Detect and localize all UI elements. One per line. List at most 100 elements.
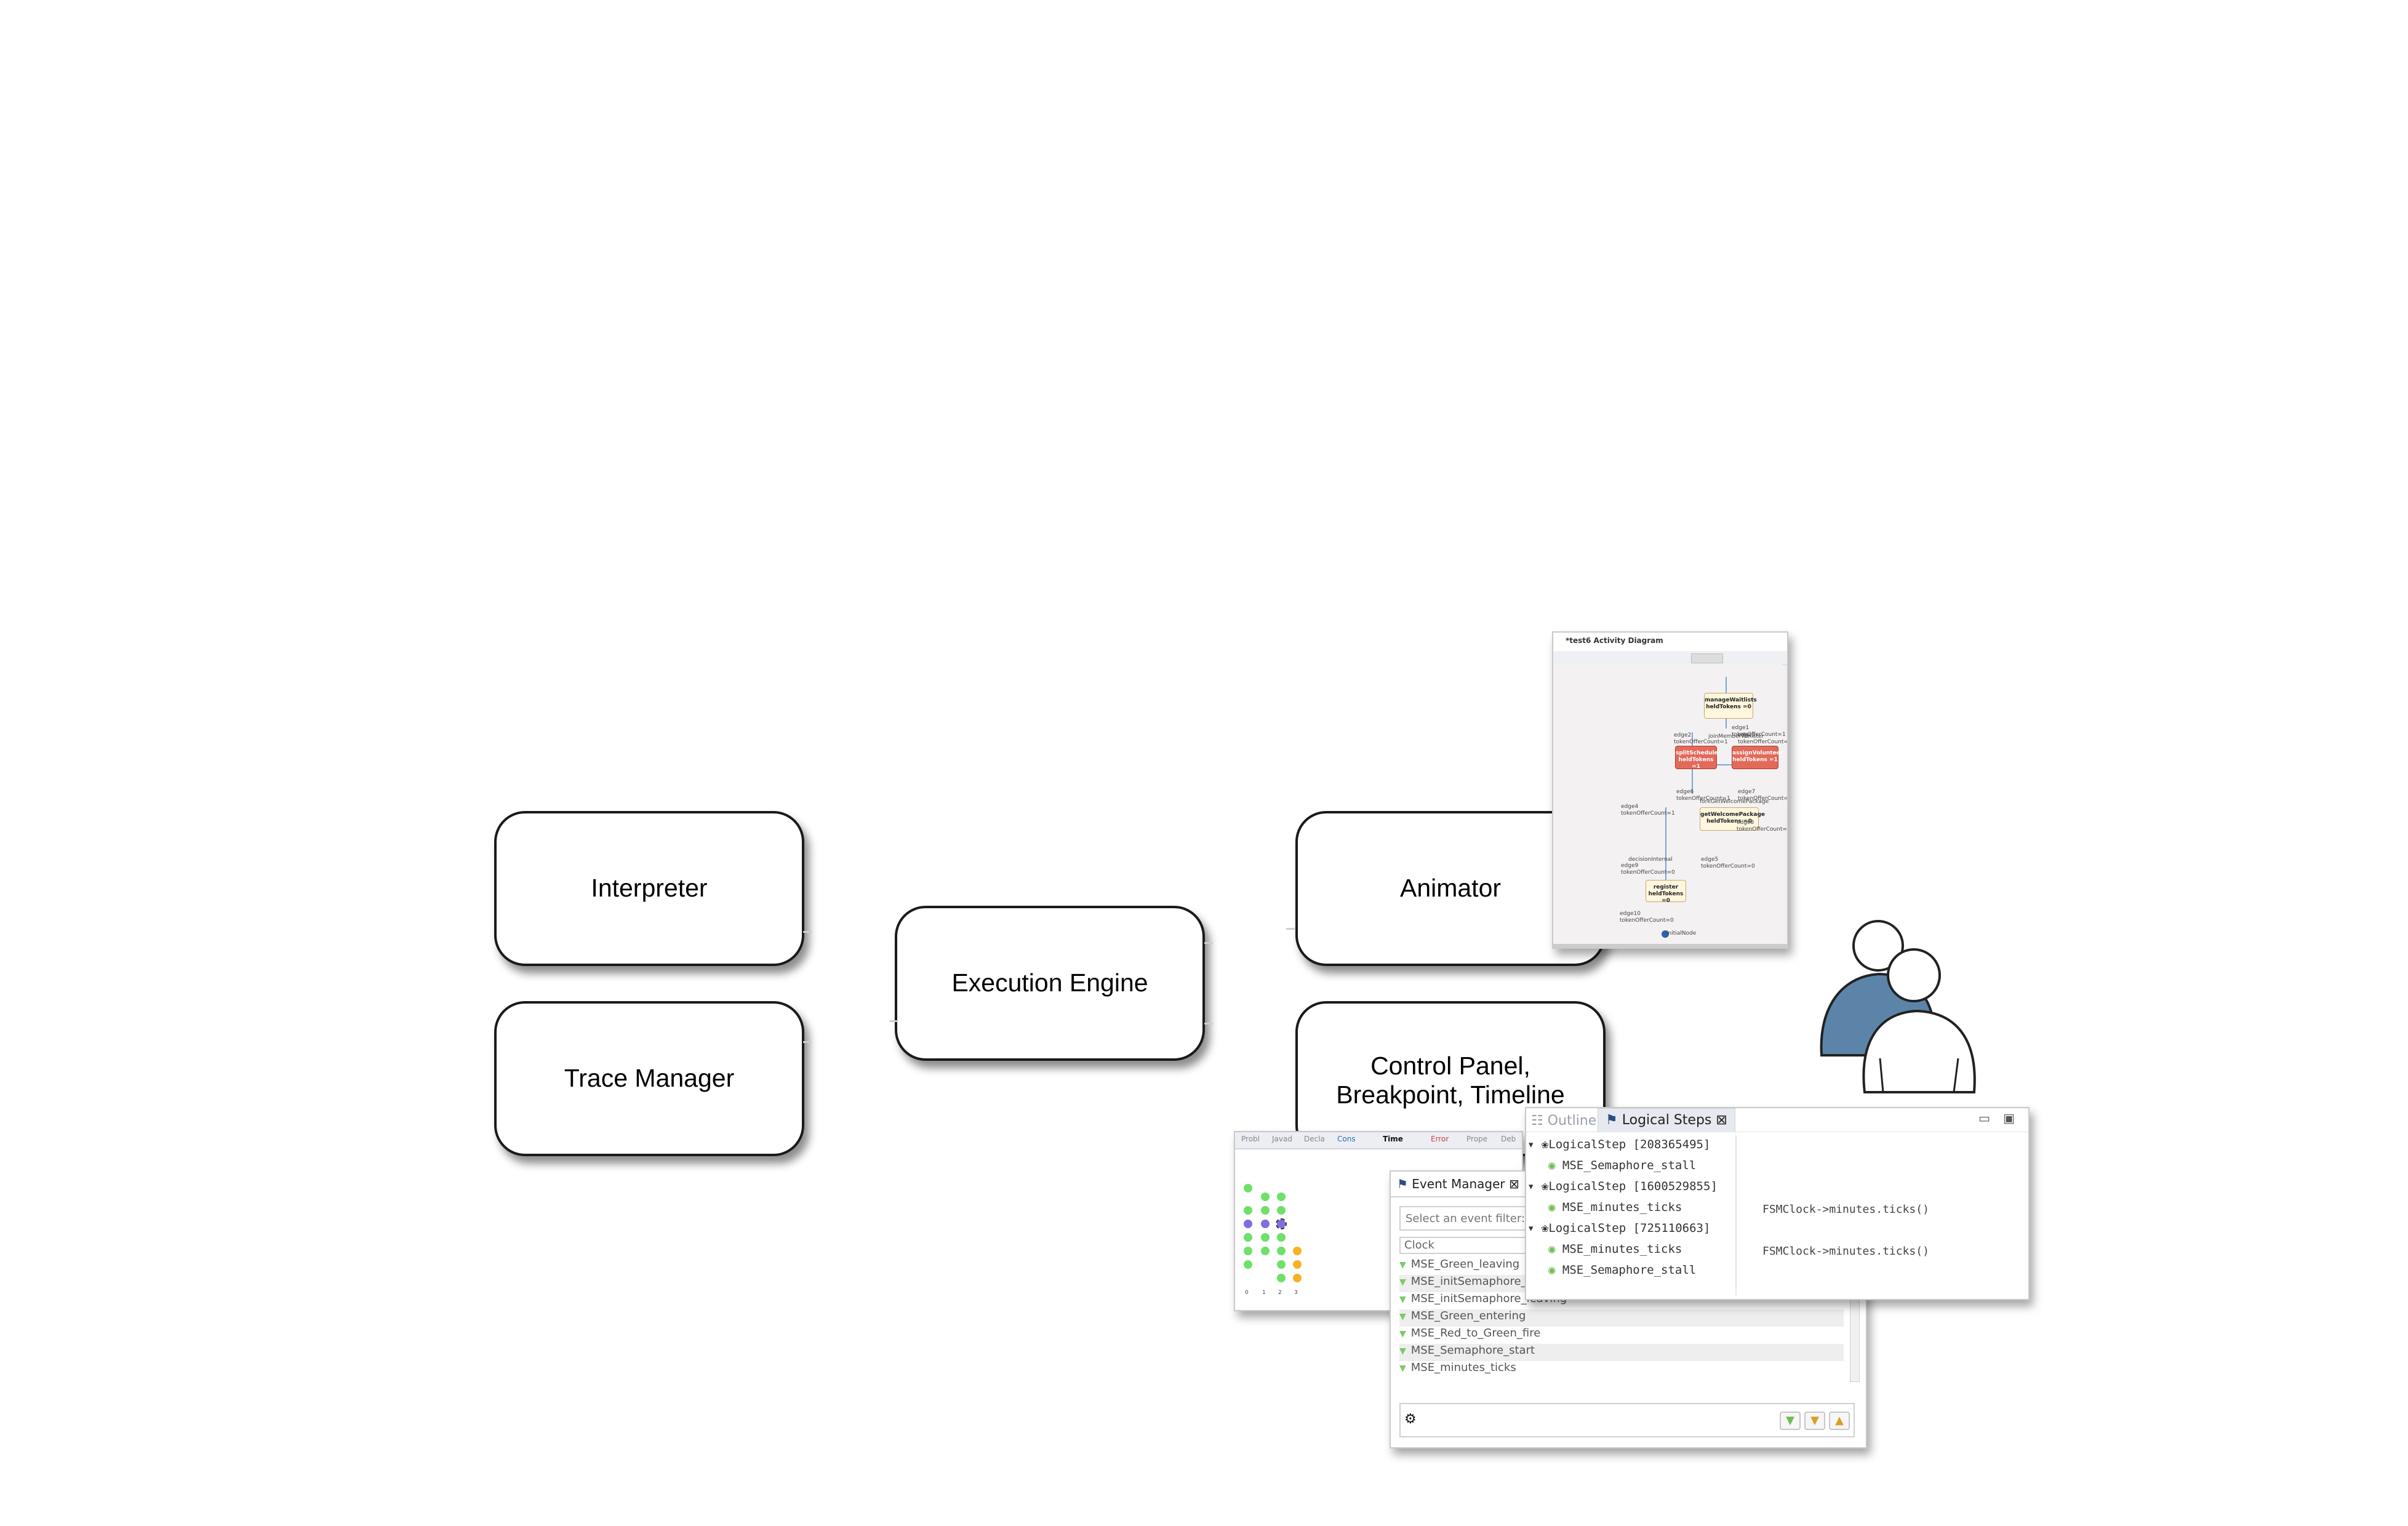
timeline-dot [1244, 1247, 1252, 1255]
tab-cons[interactable]: Cons [1337, 1135, 1356, 1143]
filter-icon: ▼ [1399, 1295, 1406, 1304]
activity-node[interactable]: manageWaitlists heldTokens =0 [1704, 693, 1757, 719]
list-item[interactable]: ▼MSE_minutes_ticks [1399, 1361, 1516, 1374]
tab-prope[interactable]: Prope [1466, 1135, 1488, 1143]
filter-icon: ▼ [1399, 1312, 1406, 1322]
activity-diagram-tab[interactable]: *test6 Activity Diagram [1566, 636, 1663, 645]
filter-icon: ▼ [1786, 1414, 1794, 1427]
eye-icon: ◉ [1548, 1159, 1562, 1172]
arrow-down-icon: ▼ [1810, 1414, 1819, 1427]
timeline-dot [1244, 1206, 1252, 1215]
diagram-canvas: manageWaitlists heldTokens =0 splitSched… [1553, 665, 1787, 946]
timeline-tick: 2 [1278, 1290, 1282, 1296]
list-item[interactable]: ▼MSE_Green_leaving [1399, 1258, 1520, 1271]
diagram-toolbar [1553, 651, 1787, 665]
activity-node[interactable]: register heldTokens =0 [1646, 880, 1686, 904]
timeline-dot [1261, 1247, 1270, 1255]
timeline-dot [1244, 1233, 1252, 1242]
connector [803, 1041, 812, 1043]
logical-steps-tree: ▾ ❀LogicalStep [208365495] ◉ MSE_Semapho… [1526, 1135, 1737, 1295]
edge-label: edge3 tokenOfferCount=1 [1738, 732, 1788, 745]
tree-row[interactable]: ◉ MSE_Semaphore_stall [1548, 1263, 1697, 1277]
paw-icon: ❀ [1534, 1180, 1549, 1193]
activity-diagram-screenshot: *test6 Activity Diagram manageWaitlists … [1552, 631, 1788, 949]
edge-label: edge7 tokenOfferCount=1 [1738, 789, 1788, 802]
timeline-dot [1261, 1233, 1270, 1242]
filter-icon: ▼ [1399, 1277, 1406, 1287]
detail-line: FSMClock->minutes.ticks() [1762, 1203, 1929, 1216]
initial-node-icon[interactable] [1662, 930, 1669, 938]
flag-icon: ⚑ [1397, 1176, 1412, 1191]
paw-icon: ❀ [1534, 1221, 1549, 1235]
tree-row[interactable]: ◉ MSE_minutes_ticks [1548, 1200, 1682, 1214]
edge-label: edge2 tokenOfferCount=1 [1674, 732, 1728, 745]
timeline-dot [1277, 1274, 1286, 1282]
move-up-button[interactable]: ▲ [1829, 1412, 1850, 1430]
tab-logical-steps[interactable]: ⚑ Logical Steps ⊠ [1598, 1108, 1735, 1132]
horizontal-scrollbar[interactable] [1553, 944, 1787, 948]
move-down-button[interactable]: ▼ [1804, 1412, 1825, 1430]
activity-node[interactable]: splitSchedule heldTokens =1 [1675, 746, 1718, 770]
timeline-dot [1261, 1206, 1270, 1215]
tree-row[interactable]: ▾ ❀LogicalStep [725110663] [1527, 1221, 1711, 1235]
node-execution-engine: Execution Engine [895, 906, 1205, 1061]
timeline-dot [1261, 1192, 1270, 1201]
edge-label: forkGetWelcomePackage [1700, 799, 1769, 805]
tab-outline[interactable]: ☷ Outline [1531, 1113, 1597, 1129]
edge-label: edge10 tokenOfferCount=0 [1620, 911, 1674, 924]
timeline-dot [1277, 1233, 1286, 1242]
filter-icon: ▼ [1399, 1329, 1406, 1339]
edge-label: initialNode [1666, 930, 1697, 937]
timeline-dot [1276, 1218, 1287, 1229]
timeline-tick: 0 [1245, 1290, 1249, 1296]
timeline-dot [1293, 1247, 1302, 1255]
timeline-dot [1277, 1206, 1286, 1215]
gear-icon[interactable]: ⚙ [1404, 1412, 1417, 1427]
list-item[interactable]: ▼MSE_Red_to_Green_fire [1399, 1327, 1541, 1340]
timeline-dot [1293, 1274, 1302, 1282]
node-interpreter: Interpreter [494, 811, 804, 966]
edge-label: joinMemberWinister [1708, 733, 1764, 740]
timeline-dot [1244, 1220, 1252, 1228]
filter-button[interactable]: ▼ [1780, 1412, 1801, 1430]
edge-label: edge6 tokenOfferCount=1 [1676, 789, 1730, 802]
list-item[interactable]: ▼MSE_Green_entering [1399, 1309, 1844, 1327]
connector [1204, 942, 1213, 944]
minimize-icon[interactable]: ▭ [1978, 1111, 1990, 1125]
tab-probl[interactable]: Probl [1241, 1135, 1260, 1143]
edge-label: edge5 tokenOfferCount=0 [1701, 857, 1755, 869]
maximize-icon[interactable]: ▣ [2003, 1111, 2015, 1125]
timeline-dot [1277, 1260, 1286, 1269]
tab-decla[interactable]: Decla [1304, 1135, 1325, 1143]
tree-row[interactable]: ▾ ❀LogicalStep [208365495] [1527, 1138, 1711, 1151]
timeline-dot [1244, 1184, 1252, 1192]
tab-time[interactable]: Time [1383, 1135, 1403, 1143]
tab-error[interactable]: Error [1431, 1135, 1449, 1143]
list-item[interactable]: ▼MSE_Semaphore_start [1399, 1344, 1844, 1361]
edge-label: decisionInternal [1628, 857, 1673, 863]
paw-icon: ❀ [1534, 1138, 1549, 1151]
connector [1204, 1023, 1213, 1025]
activity-node[interactable]: assignVolunteer heldTokens =1 [1732, 746, 1783, 769]
eye-icon: ◉ [1548, 1263, 1562, 1277]
event-manager-tab[interactable]: ⚑ Event Manager ⊠ [1397, 1176, 1519, 1191]
tab-deb[interactable]: Deb [1501, 1135, 1516, 1143]
tree-row[interactable]: ▾ ❀LogicalStep [1600529855] [1527, 1180, 1718, 1193]
connector [1286, 928, 1295, 930]
timeline-tick: 1 [1262, 1290, 1266, 1296]
filter-icon: ▼ [1399, 1364, 1406, 1373]
eye-icon: ◉ [1548, 1200, 1562, 1214]
activity-node[interactable]: getWelcomePackage heldTokens =0 [1700, 807, 1765, 831]
tree-row[interactable]: ◉ MSE_minutes_ticks [1548, 1242, 1682, 1256]
event-manager-footer: ⚙ ▼ ▼ ▲ [1399, 1403, 1855, 1437]
flag-icon: ⚑ [1606, 1113, 1618, 1128]
connector [803, 931, 812, 933]
tree-row[interactable]: ◉ MSE_Semaphore_stall [1548, 1159, 1697, 1172]
timeline-grid: 0 1 2 3 [1240, 1181, 1308, 1304]
edge-label: edge8 tokenOfferCount=1 [1737, 820, 1788, 833]
users-icon [1820, 920, 1976, 1093]
arrow-up-icon: ▲ [1835, 1414, 1844, 1427]
node-trace-manager: Trace Manager [494, 1001, 804, 1156]
logical-steps-screenshot: ☷ Outline ⚑ Logical Steps ⊠ ▭ ▣ ▾ ❀Logic… [1525, 1107, 2030, 1300]
tab-javad[interactable]: Javad [1272, 1135, 1292, 1143]
